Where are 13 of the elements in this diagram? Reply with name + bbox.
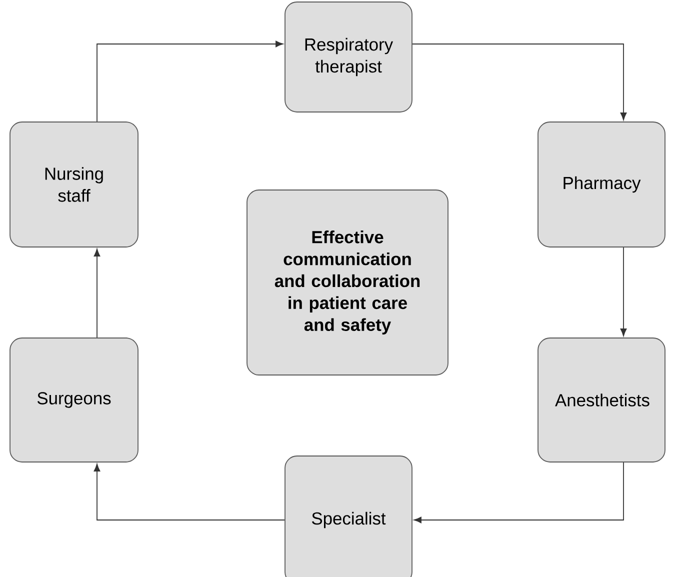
arrow: [94, 464, 285, 520]
center-box: Effective communication and collaboration in patient care and safety: [246, 190, 448, 376]
arrow: [94, 248, 100, 338]
process-box: Respiratory therapist: [284, 2, 412, 112]
process-box: Surgeons: [10, 338, 138, 462]
arrow: [414, 462, 624, 524]
process-box: Pharmacy: [538, 122, 666, 248]
arrow: [620, 247, 627, 336]
process-box: Nursing staff: [10, 122, 138, 248]
arrow: [412, 44, 627, 120]
arrow: [96, 40, 284, 122]
process-box: Anesthetists: [538, 338, 666, 462]
process-box: Specialist: [284, 456, 412, 577]
